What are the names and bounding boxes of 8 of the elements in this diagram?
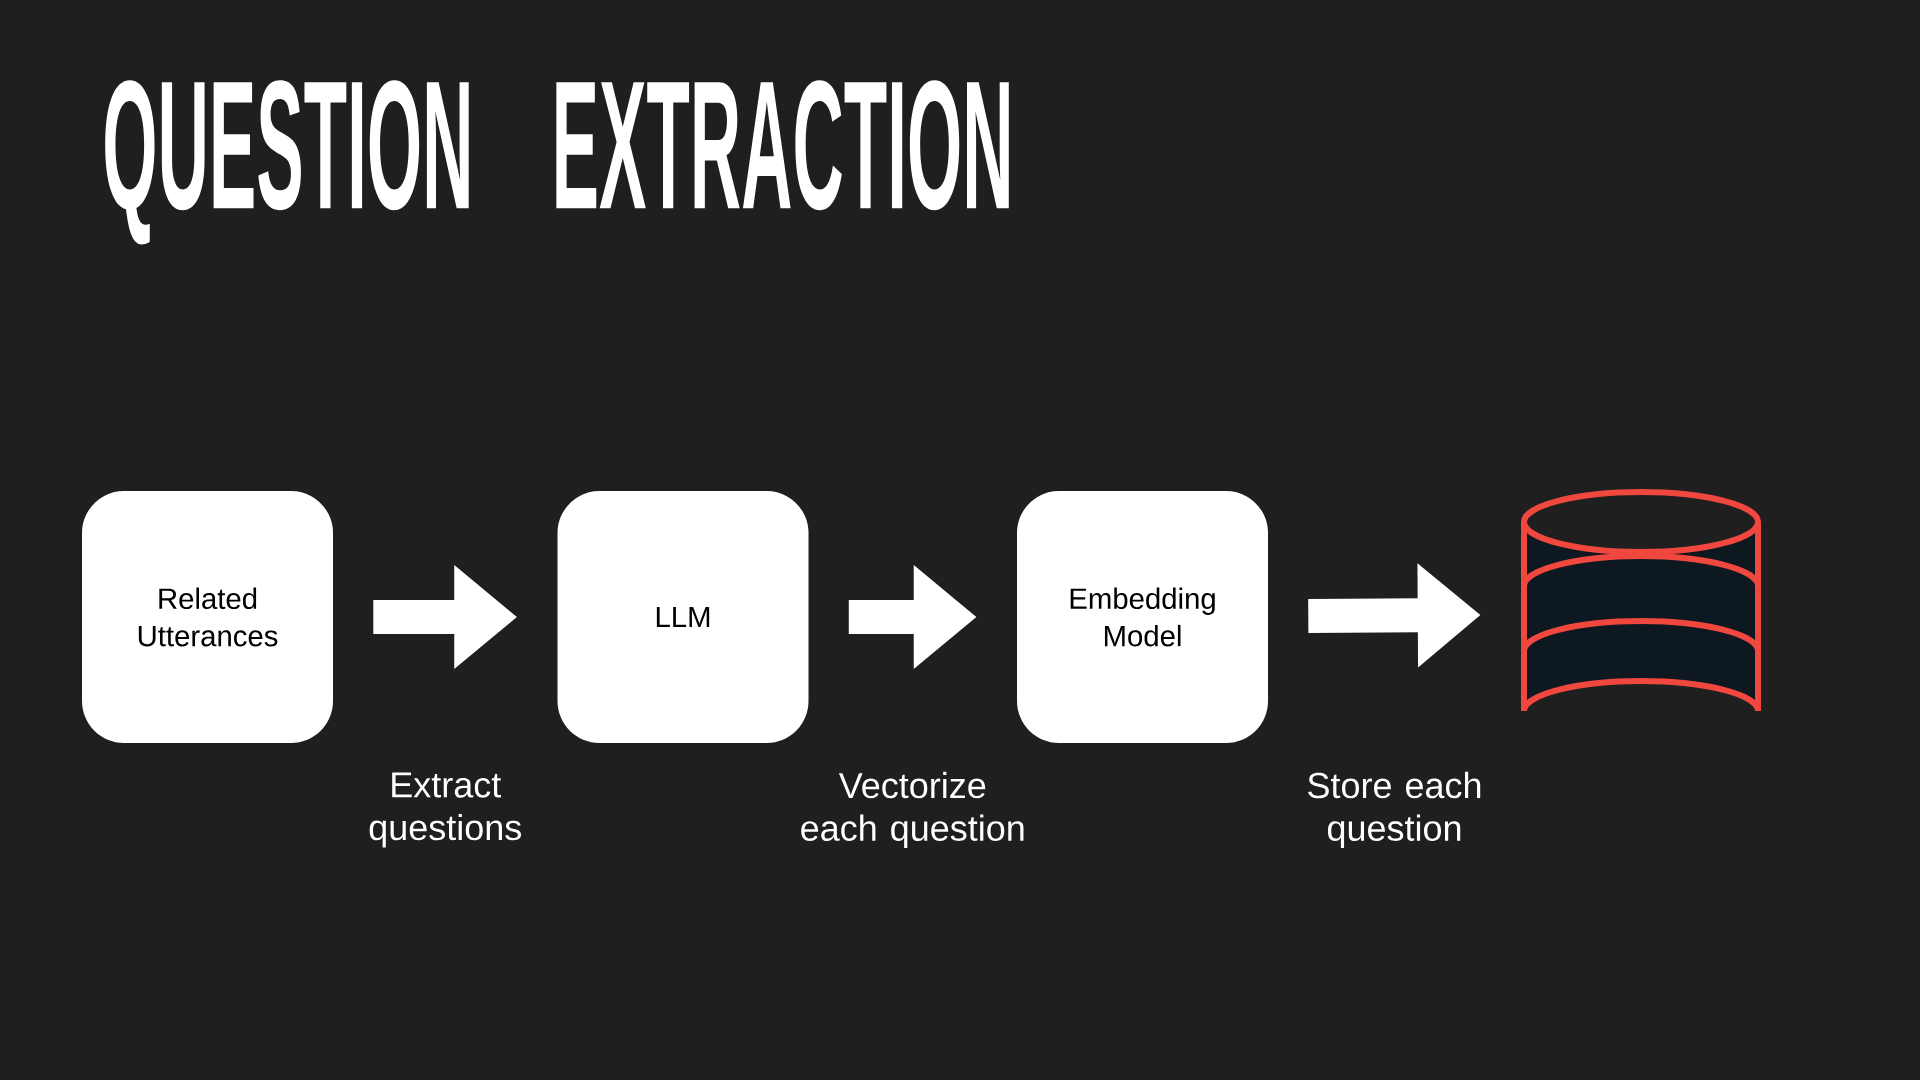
edge-label: Vectorize each question [801,771,1024,849]
database-drawing [1521,489,1761,714]
edge-label: Store each question [1308,771,1481,849]
process-box: Embedding Model [1017,491,1268,743]
edge-label: Extract questions [369,772,521,848]
process-box: LLM [557,491,809,743]
title: QUESTION EXTRACTION [105,80,1009,245]
process-box: Related Utterances [82,491,333,743]
